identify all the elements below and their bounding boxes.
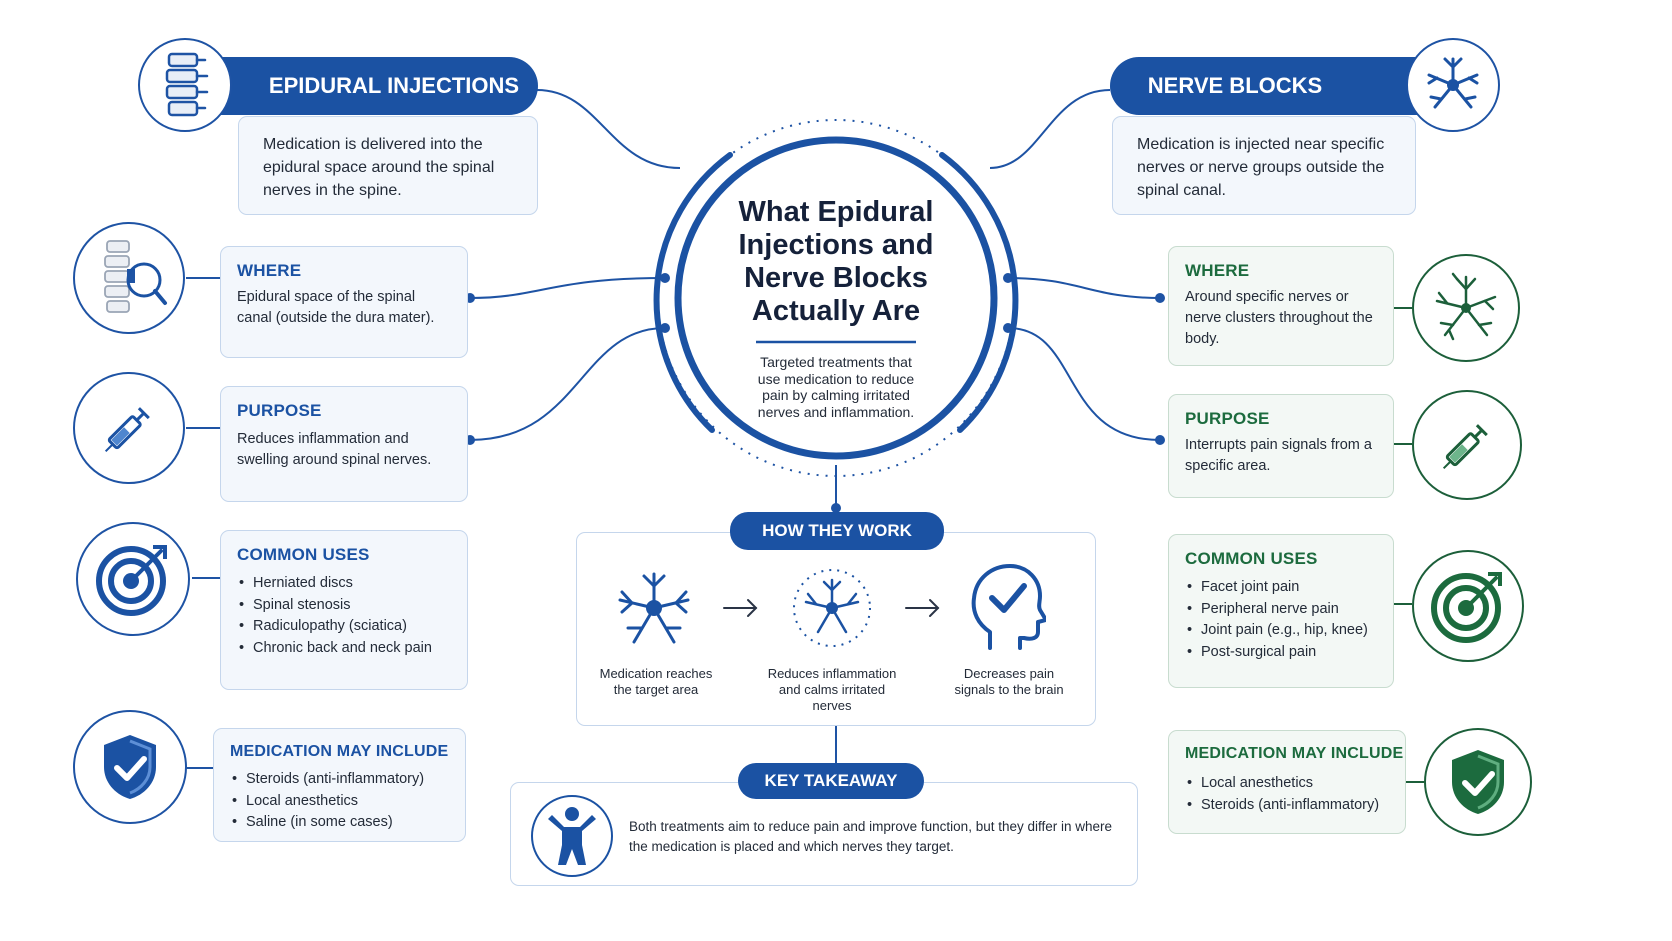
nerve-medication-list: Local anesthetics Steroids (anti-inflamm…: [1185, 773, 1401, 816]
neuron-icon: [1406, 38, 1500, 132]
key-takeaway-panel: Both treatments aim to reduce pain and i…: [510, 782, 1138, 886]
center-subtitle: Targeted treatments that use medication …: [757, 354, 915, 420]
nerve-medication-title: MEDICATION MAY INCLUDE: [1185, 745, 1404, 762]
spine-icon: [138, 38, 232, 132]
nerve-banner-label: NERVE BLOCKS: [1147, 73, 1323, 98]
shield-check-icon: [73, 710, 187, 824]
epidural-banner-label: EPIDURAL INJECTIONS: [268, 73, 520, 98]
nerve-where-card: WHERE Around specific nerves or nerve cl…: [1168, 246, 1394, 366]
nerve-purpose-title: PURPOSE: [1185, 409, 1270, 428]
how-step-2-label: Reduces inflammation and calms irritated…: [767, 666, 897, 713]
epidural-description-card: Medication is delivered into the epidura…: [238, 116, 538, 215]
list-item: Local anesthetics: [230, 791, 460, 813]
nerve-banner: NERVE BLOCKS: [1110, 57, 1440, 115]
list-item: Herniated discs: [237, 573, 457, 595]
target-icon: [76, 522, 190, 636]
epidural-description: Medication is delivered into the epidura…: [263, 136, 495, 199]
shield-check-icon: [1424, 728, 1532, 836]
list-item: Spinal stenosis: [237, 595, 457, 617]
neuron-icon: [612, 566, 696, 650]
epidural-purpose-card: PURPOSE Reduces inflammation and swellin…: [220, 386, 468, 502]
nerve-description: Medication is injected near specific ner…: [1137, 136, 1385, 199]
nerve-description-card: Medication is injected near specific ner…: [1112, 116, 1416, 215]
nerve-uses-card: COMMON USES Facet joint pain Peripheral …: [1168, 534, 1394, 688]
center-title: What Epidural Injections and Nerve Block…: [738, 196, 934, 327]
how-they-work-label: HOW THEY WORK: [762, 521, 912, 540]
list-item: Saline (in some cases): [230, 812, 460, 834]
key-takeaway-label: KEY TAKEAWAY: [764, 771, 898, 790]
epidural-purpose-title: PURPOSE: [237, 401, 322, 420]
nerve-purpose-text: Interrupts pain signals from a specific …: [1185, 437, 1372, 474]
key-takeaway-text: Both treatments aim to reduce pain and i…: [629, 819, 1113, 854]
arrow-right-icon: [904, 596, 942, 620]
list-item: Joint pain (e.g., hip, knee): [1185, 620, 1391, 642]
nerve-purpose-card: PURPOSE Interrupts pain signals from a s…: [1168, 394, 1394, 498]
list-item: Chronic back and neck pain: [237, 638, 457, 660]
spine-magnifier-icon: [73, 222, 185, 334]
epidural-medication-card: MEDICATION MAY INCLUDE Steroids (anti-in…: [213, 728, 466, 842]
epidural-uses-title: COMMON USES: [237, 545, 370, 564]
epidural-medication-title: MEDICATION MAY INCLUDE: [230, 743, 449, 760]
branching-nerve-icon: [1412, 254, 1520, 362]
arrow-right-icon: [722, 596, 760, 620]
nerve-uses-list: Facet joint pain Peripheral nerve pain J…: [1185, 577, 1391, 663]
syringe-icon: [1412, 390, 1522, 500]
syringe-icon: [73, 372, 185, 484]
list-item: Facet joint pain: [1185, 577, 1391, 599]
nerve-where-text: Around specific nerves or nerve clusters…: [1185, 289, 1373, 347]
center-ring: [674, 136, 998, 460]
how-they-work-title: HOW THEY WORK: [730, 512, 944, 550]
list-item: Radiculopathy (sciatica): [237, 616, 457, 638]
nerve-where-title: WHERE: [1185, 261, 1250, 280]
key-takeaway-title: KEY TAKEAWAY: [738, 763, 924, 799]
how-step-1-label: Medication reaches the target area: [599, 666, 713, 697]
head-check-icon: [966, 562, 1048, 652]
list-item: Steroids (anti-inflammatory): [230, 769, 460, 791]
nerve-uses-title: COMMON USES: [1185, 549, 1318, 568]
nerve-medication-card: MEDICATION MAY INCLUDE Local anesthetics…: [1168, 730, 1406, 834]
list-item: Peripheral nerve pain: [1185, 599, 1391, 621]
list-item: Post-surgical pain: [1185, 642, 1391, 664]
epidural-banner: EPIDURAL INJECTIONS: [210, 57, 538, 115]
list-item: Local anesthetics: [1185, 773, 1401, 795]
calm-neuron-icon: [790, 566, 874, 650]
epidural-uses-list: Herniated discs Spinal stenosis Radiculo…: [237, 573, 457, 659]
list-item: Steroids (anti-inflammatory): [1185, 795, 1401, 817]
epidural-purpose-text: Reduces inflammation and swelling around…: [237, 431, 432, 468]
how-step-3-label: Decreases pain signals to the brain: [954, 666, 1064, 697]
epidural-where-title: WHERE: [237, 261, 302, 280]
target-icon: [1412, 550, 1524, 662]
epidural-uses-card: COMMON USES Herniated discs Spinal steno…: [220, 530, 468, 690]
epidural-medication-list: Steroids (anti-inflammatory) Local anest…: [230, 769, 460, 834]
person-icon: [531, 795, 613, 877]
epidural-where-card: WHERE Epidural space of the spinal canal…: [220, 246, 468, 358]
epidural-where-text: Epidural space of the spinal canal (outs…: [237, 289, 435, 326]
